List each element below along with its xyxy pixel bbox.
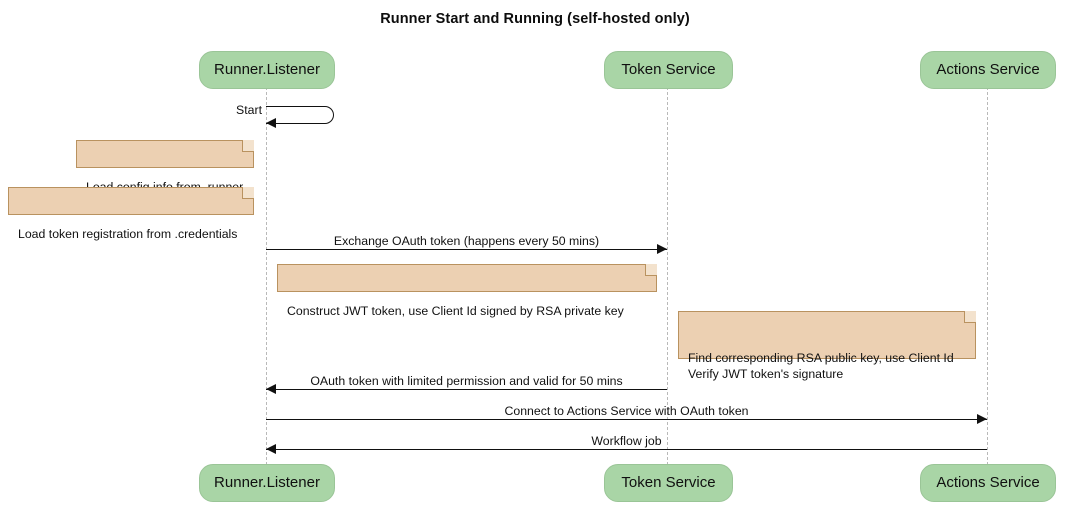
participant-token-bottom-label: Token Service bbox=[621, 474, 716, 491]
message-workflow-job-label: Workflow job bbox=[591, 434, 662, 448]
participant-actions-top[interactable]: Actions Service bbox=[920, 51, 1056, 89]
note-fold-corner-icon bbox=[242, 187, 254, 199]
participant-token-bottom[interactable]: Token Service bbox=[604, 464, 733, 502]
message-connect-actions-label: Connect to Actions Service with OAuth to… bbox=[504, 404, 749, 418]
note-verify-jwt: Find corresponding RSA public key, use C… bbox=[678, 311, 976, 381]
participant-runner-top[interactable]: Runner.Listener bbox=[199, 51, 335, 89]
participant-actions-bottom[interactable]: Actions Service bbox=[920, 464, 1056, 502]
note-fold-corner-icon bbox=[242, 140, 254, 152]
message-oauth-return-line bbox=[266, 389, 667, 390]
lifeline-runner bbox=[266, 87, 267, 465]
participant-runner-bottom[interactable]: Runner.Listener bbox=[199, 464, 335, 502]
message-exchange-oauth-arrowhead bbox=[657, 243, 667, 254]
participant-actions-bottom-label: Actions Service bbox=[936, 474, 1040, 491]
lifeline-actions bbox=[987, 87, 988, 465]
note-construct-jwt-text: Construct JWT token, use Client Id signe… bbox=[287, 304, 624, 318]
message-exchange-oauth-line bbox=[266, 249, 667, 250]
participant-token-top[interactable]: Token Service bbox=[604, 51, 733, 89]
message-oauth-return-arrowhead bbox=[266, 383, 276, 394]
participant-runner-top-label: Runner.Listener bbox=[214, 61, 320, 78]
note-verify-jwt-text: Find corresponding RSA public key, use C… bbox=[688, 351, 954, 381]
message-exchange-oauth-label: Exchange OAuth token (happens every 50 m… bbox=[333, 234, 600, 248]
note-fold-corner-icon bbox=[645, 264, 657, 276]
diagram-title: Runner Start and Running (self-hosted on… bbox=[380, 11, 690, 27]
note-fold-corner-icon bbox=[964, 311, 976, 323]
note-load-token-registration: Load token registration from .credential… bbox=[8, 187, 254, 241]
message-oauth-return-label: OAuth token with limited permission and … bbox=[310, 374, 623, 388]
message-connect-actions-arrowhead bbox=[977, 413, 987, 424]
self-message-start-arrowhead bbox=[266, 118, 276, 128]
message-workflow-job-arrowhead bbox=[266, 443, 276, 454]
participant-actions-top-label: Actions Service bbox=[936, 61, 1040, 78]
lifeline-token bbox=[667, 87, 668, 465]
message-workflow-job-line bbox=[266, 449, 987, 450]
message-connect-actions-line bbox=[266, 419, 987, 420]
note-load-token-registration-text: Load token registration from .credential… bbox=[18, 227, 238, 241]
note-construct-jwt: Construct JWT token, use Client Id signe… bbox=[277, 264, 657, 318]
self-message-start-label: Start bbox=[236, 103, 262, 117]
participant-token-top-label: Token Service bbox=[621, 61, 716, 78]
participant-runner-bottom-label: Runner.Listener bbox=[214, 474, 320, 491]
note-load-config: Load config info from .runner bbox=[76, 140, 254, 194]
self-message-start-loop bbox=[266, 106, 334, 124]
